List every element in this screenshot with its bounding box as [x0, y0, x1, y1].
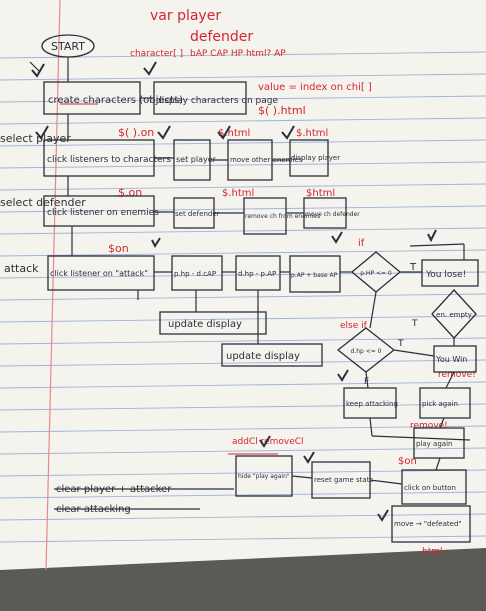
text-update-2: update display [226, 351, 300, 362]
note-on-4: $on [398, 456, 417, 467]
box-click-enemies [43, 195, 155, 227]
margin-line [45, 0, 61, 571]
text-hide: hide "play again" [238, 473, 290, 480]
flow-boxes: create characters (objects) display char… [43, 81, 479, 543]
text-update-1: update display [168, 319, 242, 330]
start-label: START [51, 40, 85, 53]
text-set-defender: set defender [175, 210, 220, 218]
text-you-win: You Win [435, 355, 467, 364]
note-on-1: $( ).on [118, 126, 154, 139]
ruled-lines [0, 51, 486, 543]
note-html-4: $html [306, 188, 335, 199]
note-on-3: $on [108, 242, 129, 255]
label-attack: attack [4, 262, 39, 275]
text-click-enemies: click listener on enemies [47, 208, 159, 218]
text-click-attack: click listener on "attack" [50, 269, 148, 278]
box-click-attack [47, 255, 155, 291]
text-play-again: play again [416, 440, 452, 448]
note-character-array: character[ ] [130, 49, 183, 59]
text-you-lose: You lose! [425, 270, 466, 280]
note-on-2: $.on [118, 186, 142, 199]
note-html-5: html [422, 547, 443, 557]
note-html-1: $.html [218, 128, 250, 139]
box-update-1 [159, 311, 267, 335]
text-reset: reset game stats [314, 476, 373, 484]
box-you-lose [421, 259, 479, 287]
box-update-2 [221, 343, 323, 367]
note-html: $( ).html [258, 104, 306, 117]
note-html-2: $.html [296, 128, 328, 139]
text-create: create characters (objects) [48, 95, 183, 106]
note-html-3: $.html [222, 188, 254, 199]
label-select-defender: select defender [0, 196, 86, 209]
box-remove-enemies [243, 197, 287, 235]
text-true-2: T [411, 319, 418, 329]
check-marks [31, 61, 437, 522]
box-play-again [413, 427, 465, 459]
connectors [29, 57, 471, 485]
text-false-1: F [364, 377, 369, 387]
text-dhp-le0: d.hp <= 0 [350, 348, 381, 355]
text-dhp-pap: d.hp - p.AP [238, 270, 276, 278]
box-display-player [289, 139, 329, 177]
box-pick-again [419, 387, 471, 419]
text-pap-base: p.AP + base AP [291, 272, 338, 279]
note-var-player: var player [150, 8, 221, 24]
box-pap-base [289, 255, 341, 293]
text-remove-enemies: remove ch from enemies [245, 213, 320, 220]
box-move-defeated [391, 505, 471, 543]
text-php-dcap: p.hp - d.cAP [174, 270, 216, 278]
note-defender: defender [190, 29, 253, 45]
text-move-others: move other enemies [230, 156, 303, 164]
note-stats: bAP CAP HP html? AP [190, 49, 286, 59]
note-remove-2: remove! [410, 421, 448, 431]
text-pick-again: pick again [422, 400, 458, 408]
box-click-button [401, 469, 467, 505]
text-php-le0: p.HP <= 0 [360, 270, 392, 277]
text-move-defender: move ch defender [305, 211, 360, 218]
note-if: if [358, 238, 365, 249]
text-true-1: T [409, 262, 417, 273]
text-move-defeated: move → "defeated" [394, 520, 462, 528]
text-click-characters: click listeners to characters [47, 155, 171, 165]
note-else-if: else if [340, 321, 368, 331]
note-add-class: addCl removeCl [232, 437, 304, 447]
red-notes: var player defender character[ ] bAP CAP… [108, 8, 476, 557]
text-display: display characters on page [156, 96, 278, 106]
text-en-empty: en. empty [436, 311, 472, 319]
note-remove-1: remove! [438, 370, 476, 380]
table-edge [0, 548, 486, 611]
text-set-player: set player [176, 155, 217, 164]
text-click-button: click on button [404, 484, 456, 492]
label-select-player: select player [0, 132, 71, 145]
text-true-3: T [397, 339, 404, 349]
note-value-index: value = index on chi[ ] [258, 82, 372, 93]
box-you-win [433, 345, 477, 373]
text-display-player: display player [291, 154, 340, 162]
text-keep-attacking: keep attacking [346, 400, 398, 408]
box-php-dcap [171, 255, 223, 291]
